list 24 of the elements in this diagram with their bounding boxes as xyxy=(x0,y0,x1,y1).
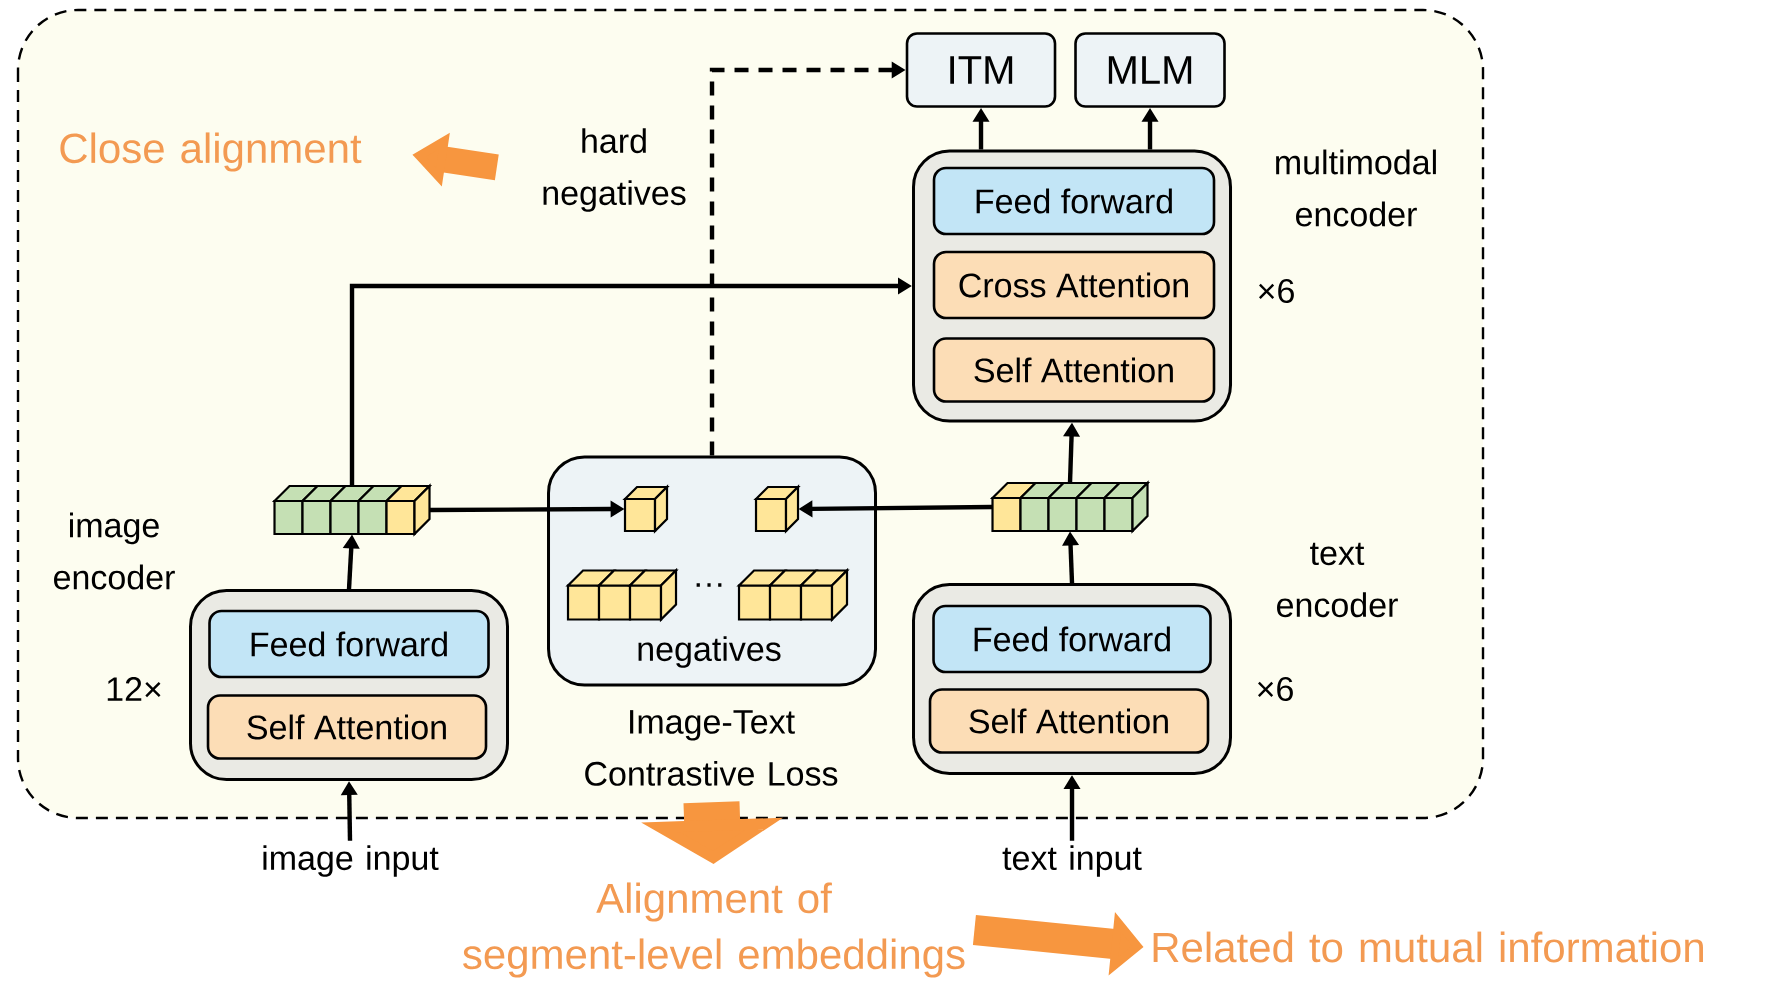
encoder-label: image encoder xyxy=(54,512,175,590)
layer-box: Feed forward xyxy=(932,604,1212,674)
annotation-text: Close alignment xyxy=(60,132,362,172)
annotation-text: Alignment of segment-level embeddings xyxy=(463,882,965,978)
repeat-count: 12× xyxy=(107,677,161,701)
panel-label: negatives xyxy=(638,636,781,668)
panel-title: Image-Text Contrastive Loss xyxy=(585,710,838,786)
repeat-count: ×6 xyxy=(1258,676,1293,702)
layer-box: Self Attention xyxy=(206,694,488,760)
input-label: text input xyxy=(1002,845,1142,877)
output-box: MLM xyxy=(1074,32,1226,108)
layer-box: Feed forward xyxy=(208,609,490,679)
repeat-count: ×6 xyxy=(1259,278,1294,304)
flow-label: hard negatives xyxy=(543,128,686,212)
input-label: image input xyxy=(263,845,439,877)
layer-box: Cross Attention xyxy=(932,250,1216,320)
output-box: ITM xyxy=(905,32,1057,108)
ellipsis-text: … xyxy=(696,583,722,587)
encoder-label: multimodal encoder xyxy=(1276,149,1436,227)
layer-box: Feed forward xyxy=(932,166,1216,236)
encoder-label: text encoder xyxy=(1277,542,1398,618)
annotation-text: Related to mutual information xyxy=(1153,931,1703,963)
layer-box: Self Attention xyxy=(932,337,1216,403)
layer-box: Self Attention xyxy=(928,688,1210,754)
